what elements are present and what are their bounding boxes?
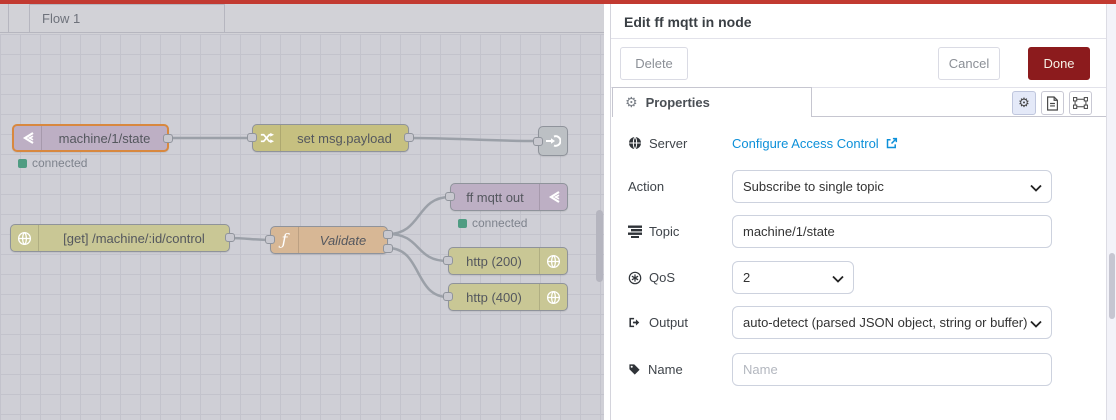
flow-tab-bar: Flow 1 <box>0 4 604 33</box>
name-label: Name <box>628 353 683 386</box>
tray-divider <box>610 4 611 420</box>
node-http-in[interactable]: [get] /machine/:id/control <box>10 224 235 252</box>
top-red-bar <box>0 0 1116 4</box>
tray-scrollbar-track[interactable] <box>1106 4 1116 420</box>
flow-canvas[interactable]: Flow 1 machine/1/state connected <box>0 4 604 420</box>
gear-icon: ⚙ <box>625 94 638 110</box>
server-label: Server <box>628 133 687 153</box>
status-text: connected <box>32 156 88 170</box>
header-separator <box>611 38 1116 39</box>
input-port[interactable] <box>445 192 455 201</box>
chevron-down-icon <box>1030 184 1042 192</box>
output-port-2[interactable] <box>383 244 393 253</box>
action-label: Action <box>628 179 665 194</box>
appearance-icon <box>1073 97 1088 109</box>
status-text: connected <box>472 216 528 230</box>
tab-row-border <box>612 116 1116 117</box>
action-select-value: Subscribe to single topic <box>743 179 884 194</box>
sign-out-icon <box>629 317 640 328</box>
input-port[interactable] <box>443 292 453 301</box>
node-http-response-400[interactable]: http (400) <box>443 283 568 311</box>
output-port[interactable] <box>404 133 414 142</box>
mqtt-bridge-icon <box>14 126 42 150</box>
topic-label: Topic <box>628 215 679 248</box>
topic-input[interactable] <box>732 215 1052 248</box>
node-label: [get] /machine/:id/control <box>63 230 205 246</box>
node-function-validate[interactable]: ƒ Validate <box>265 226 393 254</box>
delete-button[interactable]: Delete <box>620 47 688 80</box>
tab-flow-1[interactable]: Flow 1 <box>29 4 225 33</box>
node-http-response-200[interactable]: http (200) <box>443 247 568 275</box>
shuffle-icon <box>253 125 281 151</box>
node-link-out[interactable] <box>533 126 568 156</box>
node-status: connected <box>458 216 527 230</box>
globe-icon <box>11 225 39 251</box>
output-port[interactable] <box>163 134 173 143</box>
node-label: set msg.payload <box>297 130 392 146</box>
output-label: Output <box>628 306 688 339</box>
node-change[interactable]: set msg.payload <box>247 124 414 152</box>
tab-bar-edge <box>8 4 9 33</box>
input-port[interactable] <box>443 256 453 265</box>
output-select-value: auto-detect (parsed JSON object, string … <box>743 315 1028 330</box>
done-button[interactable]: Done <box>1028 47 1090 80</box>
canvas-scrollbar[interactable] <box>596 210 603 282</box>
input-port[interactable] <box>533 137 543 146</box>
action-select[interactable]: Subscribe to single topic <box>732 170 1052 203</box>
status-dot-connected <box>458 218 467 228</box>
qos-label: QoS <box>628 261 675 294</box>
globe-icon <box>539 248 567 274</box>
globe-icon <box>629 136 641 150</box>
node-label: ff mqtt out <box>466 189 524 205</box>
edit-tray: Edit ff mqtt in node Delete Cancel Done … <box>604 4 1116 420</box>
tray-scrollbar-thumb[interactable] <box>1109 253 1115 319</box>
input-port[interactable] <box>265 235 275 244</box>
tag-icon <box>629 364 640 375</box>
cancel-button[interactable]: Cancel <box>938 47 1000 80</box>
globe-icon <box>539 284 567 310</box>
node-status: connected <box>18 156 87 170</box>
name-input[interactable] <box>732 353 1052 386</box>
qos-select-value: 2 <box>743 270 751 285</box>
function-icon: ƒ <box>271 227 299 253</box>
node-label: Validate <box>319 232 367 248</box>
node-label: machine/1/state <box>58 130 151 146</box>
node-label: http (200) <box>466 253 522 269</box>
qos-select[interactable]: 2 <box>732 261 854 294</box>
input-port[interactable] <box>247 133 257 142</box>
status-dot-connected <box>18 158 27 168</box>
configure-access-control-link[interactable]: Configure Access Control <box>732 133 898 153</box>
output-port-1[interactable] <box>383 230 393 239</box>
tasks-icon <box>628 225 642 238</box>
output-port[interactable] <box>225 233 235 242</box>
chevron-down-icon <box>1030 320 1042 328</box>
qos-icon <box>628 271 642 284</box>
tab-label: Properties <box>645 95 710 110</box>
tray-title: Edit ff mqtt in node <box>624 14 752 30</box>
external-link-icon <box>886 137 897 148</box>
document-icon <box>1047 95 1058 111</box>
chevron-down-icon <box>832 275 844 283</box>
link-out-icon <box>539 127 567 155</box>
output-select[interactable]: auto-detect (parsed JSON object, string … <box>732 306 1052 339</box>
node-mqtt-out[interactable]: ff mqtt out <box>445 183 568 211</box>
description-tab-button[interactable] <box>1041 91 1064 115</box>
toolbar-separator <box>611 87 1116 88</box>
mqtt-bridge-icon <box>539 184 567 210</box>
gear-icon: ⚙ <box>1018 95 1030 110</box>
properties-tab-button[interactable]: ⚙ <box>1012 91 1036 115</box>
appearance-tab-button[interactable] <box>1069 91 1092 115</box>
node-mqtt-in[interactable]: machine/1/state <box>12 124 173 152</box>
tab-properties[interactable]: ⚙ Properties <box>612 87 812 117</box>
node-label: http (400) <box>466 289 522 305</box>
